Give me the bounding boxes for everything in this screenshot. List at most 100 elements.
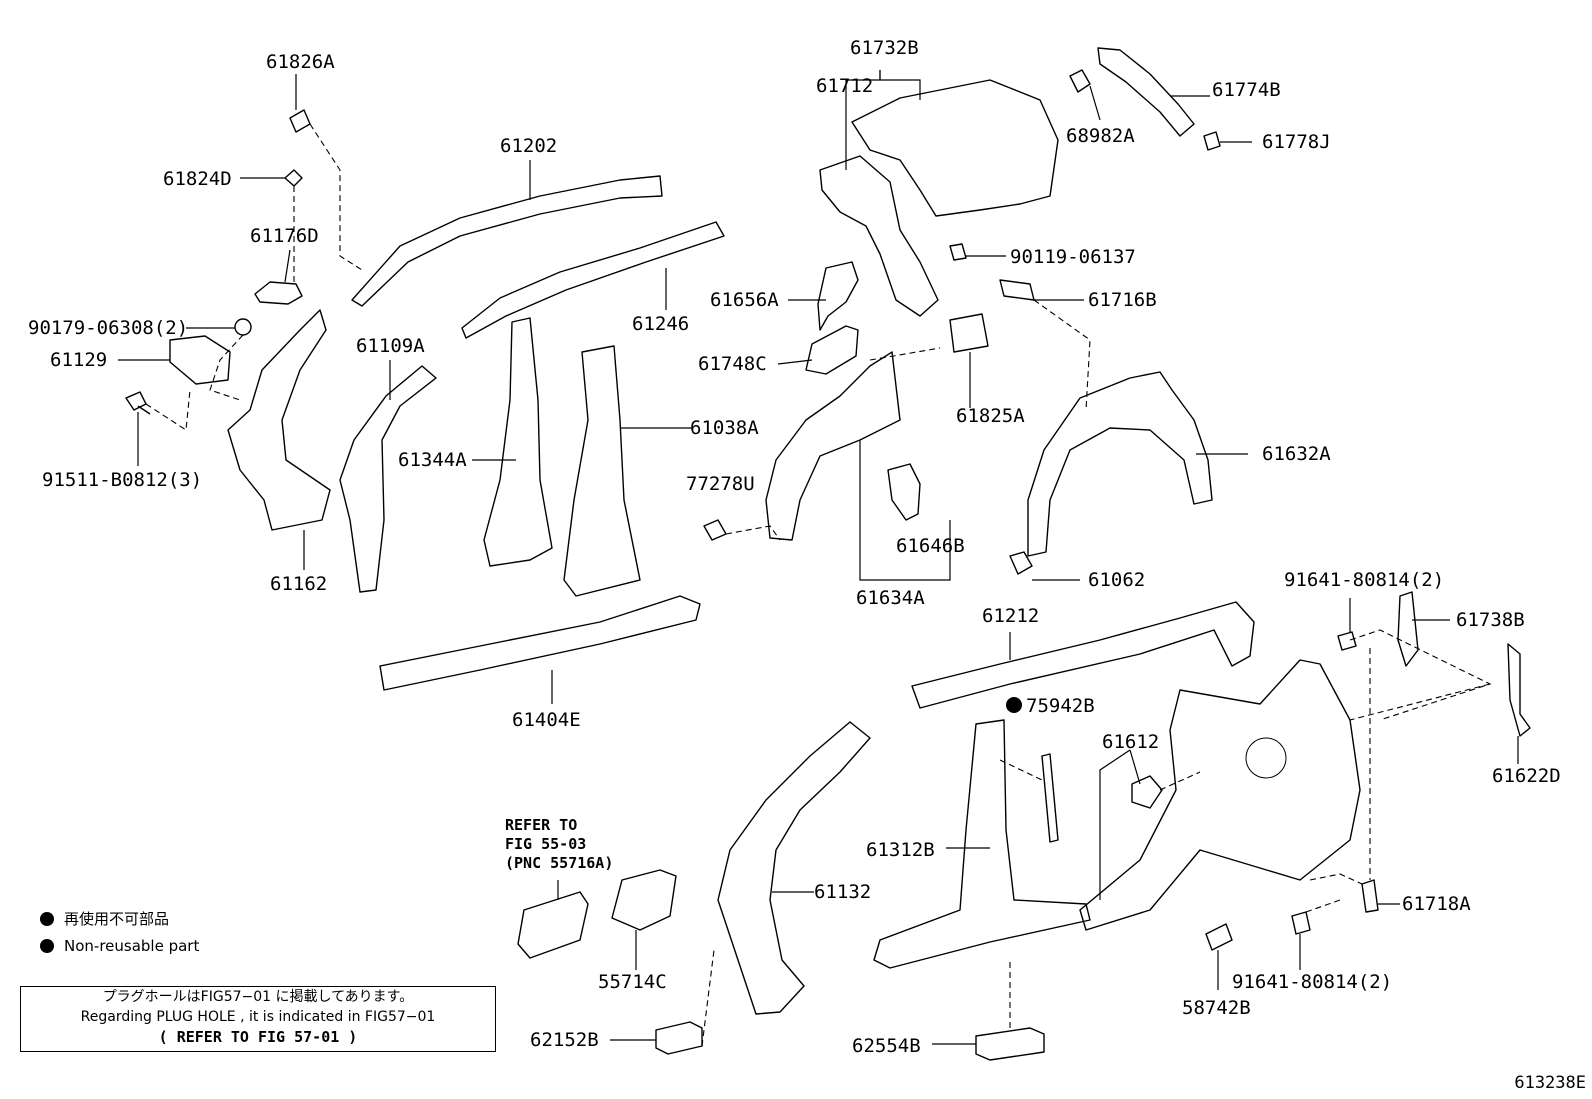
label-61132[interactable]: 61132 <box>814 881 871 903</box>
label-61732B[interactable]: 61732B <box>850 37 919 59</box>
label-61826A[interactable]: 61826A <box>266 51 335 73</box>
label-61824D[interactable]: 61824D <box>163 168 232 190</box>
label-58742B[interactable]: 58742B <box>1182 997 1251 1019</box>
part-90179-shape <box>234 318 252 336</box>
part-61038A-shape <box>563 345 641 597</box>
label-91511[interactable]: 91511-B0812(3) <box>42 469 202 491</box>
label-61038A[interactable]: 61038A <box>690 417 759 439</box>
part-91511-shape <box>125 391 151 415</box>
part-61748C-shape <box>805 325 859 375</box>
part-61738B-shape <box>1397 591 1419 667</box>
assembly-dashed-lines <box>145 123 1492 1047</box>
part-62554B-shape <box>975 1027 1045 1061</box>
part-61825A-shape <box>949 313 989 353</box>
label-61716B[interactable]: 61716B <box>1088 289 1157 311</box>
part-61712-shape <box>851 79 1059 217</box>
label-91641-lower[interactable]: 91641-80814(2) <box>1232 971 1392 993</box>
part-61062-shape <box>1009 551 1033 575</box>
part-58742B-shape <box>1205 923 1233 951</box>
label-55714C[interactable]: 55714C <box>598 971 667 993</box>
part-68982A-shape <box>1069 69 1091 93</box>
label-61748C[interactable]: 61748C <box>698 353 767 375</box>
label-61162[interactable]: 61162 <box>270 573 327 595</box>
part-61826A-shape <box>289 109 311 133</box>
label-91641-upper[interactable]: 91641-80814(2) <box>1284 569 1444 591</box>
label-61062[interactable]: 61062 <box>1088 569 1145 591</box>
label-61646B[interactable]: 61646B <box>896 535 965 557</box>
plug-hole-note-box: プラグホールはFIG57−01 に掲載してあります。 Regarding PLU… <box>20 986 496 1052</box>
part-61162-shape <box>227 309 331 531</box>
label-61634A[interactable]: 61634A <box>856 587 925 609</box>
note-ref-link[interactable]: ( REFER TO FIG 57-01 ) <box>158 1028 358 1046</box>
label-61212[interactable]: 61212 <box>982 605 1039 627</box>
label-61778J[interactable]: 61778J <box>1262 131 1331 153</box>
label-90119[interactable]: 90119-06137 <box>1010 246 1136 268</box>
label-61246[interactable]: 61246 <box>632 313 689 335</box>
part-61212-shape <box>911 601 1255 709</box>
part-61774B-shape <box>1097 47 1195 137</box>
part-61778J-shape <box>1203 131 1221 151</box>
part-61824D-shape <box>284 169 303 187</box>
figure-id: 613238E <box>1514 1073 1586 1093</box>
part-55714C-shape <box>611 869 677 931</box>
part-61109A-shape <box>339 365 437 593</box>
part-61202-shape <box>351 175 663 307</box>
part-91641-upper-shape <box>1337 631 1357 651</box>
legend-jp-text: 再使用不可部品 <box>64 910 170 928</box>
label-61109A[interactable]: 61109A <box>356 335 425 357</box>
bullet-icon <box>40 911 54 926</box>
label-61632A[interactable]: 61632A <box>1262 443 1331 465</box>
part-61344A-shape <box>483 317 553 567</box>
note-en: Regarding PLUG HOLE , it is indicated in… <box>80 1009 436 1025</box>
part-61132-shape <box>717 721 871 1015</box>
refer-line-1: REFER TO <box>505 816 578 834</box>
note-jp: プラグホールはFIG57−01 に掲載してあります。 <box>102 989 414 1005</box>
label-61404E[interactable]: 61404E <box>512 709 581 731</box>
part-61634A-shape <box>765 351 901 541</box>
part-61129-shape <box>169 335 231 385</box>
refer-line-2[interactable]: FIG 55-03 <box>505 835 587 853</box>
legend: 再使用不可部品 Non-reusable part <box>40 905 199 959</box>
label-77278U[interactable]: 77278U <box>686 473 755 495</box>
part-quarter-panel-shape <box>1079 659 1361 931</box>
part-61612-shape <box>1131 775 1163 809</box>
legend-row-en: Non-reusable part <box>40 932 199 959</box>
label-62152B[interactable]: 62152B <box>530 1029 599 1051</box>
part-61246-shape <box>461 221 725 339</box>
part-61404E-shape <box>379 595 701 691</box>
label-61202[interactable]: 61202 <box>500 135 557 157</box>
label-61825A[interactable]: 61825A <box>956 405 1025 427</box>
label-61312B[interactable]: 61312B <box>866 839 935 861</box>
part-91641-lower-shape <box>1291 911 1311 935</box>
leader-lines <box>118 70 1519 1045</box>
label-68982A[interactable]: 68982A <box>1066 125 1135 147</box>
label-61712[interactable]: 61712 <box>816 75 873 97</box>
label-61176D[interactable]: 61176D <box>250 225 319 247</box>
fuel-door-shape <box>1245 737 1287 779</box>
part-61718A-shape <box>1361 879 1379 913</box>
label-90179[interactable]: 90179-06308(2) <box>28 317 188 339</box>
part-90119-shape <box>949 243 967 261</box>
part-61176D-shape <box>254 281 303 305</box>
part-61622D-shape <box>1507 643 1531 737</box>
label-61622D[interactable]: 61622D <box>1492 765 1561 787</box>
label-62554B[interactable]: 62554B <box>852 1035 921 1057</box>
label-61344A[interactable]: 61344A <box>398 449 467 471</box>
part-61716B-shape <box>999 279 1035 301</box>
legend-row-jp: 再使用不可部品 <box>40 905 199 932</box>
label-75942B[interactable]: 75942B <box>1026 695 1095 717</box>
part-62152B-shape <box>655 1021 703 1055</box>
label-61738B[interactable]: 61738B <box>1456 609 1525 631</box>
part-61646B-shape <box>887 463 921 521</box>
label-61718A[interactable]: 61718A <box>1402 893 1471 915</box>
refer-to-note: REFER TO FIG 55-03 (PNC 55716A) <box>505 816 613 873</box>
label-61612[interactable]: 61612 <box>1102 731 1159 753</box>
part-75942B-shape <box>1041 753 1059 843</box>
label-61129[interactable]: 61129 <box>50 349 107 371</box>
part-55716A-shape <box>517 891 589 959</box>
label-61656A[interactable]: 61656A <box>710 289 779 311</box>
refer-line-3: (PNC 55716A) <box>505 854 614 872</box>
label-61774B[interactable]: 61774B <box>1212 79 1281 101</box>
